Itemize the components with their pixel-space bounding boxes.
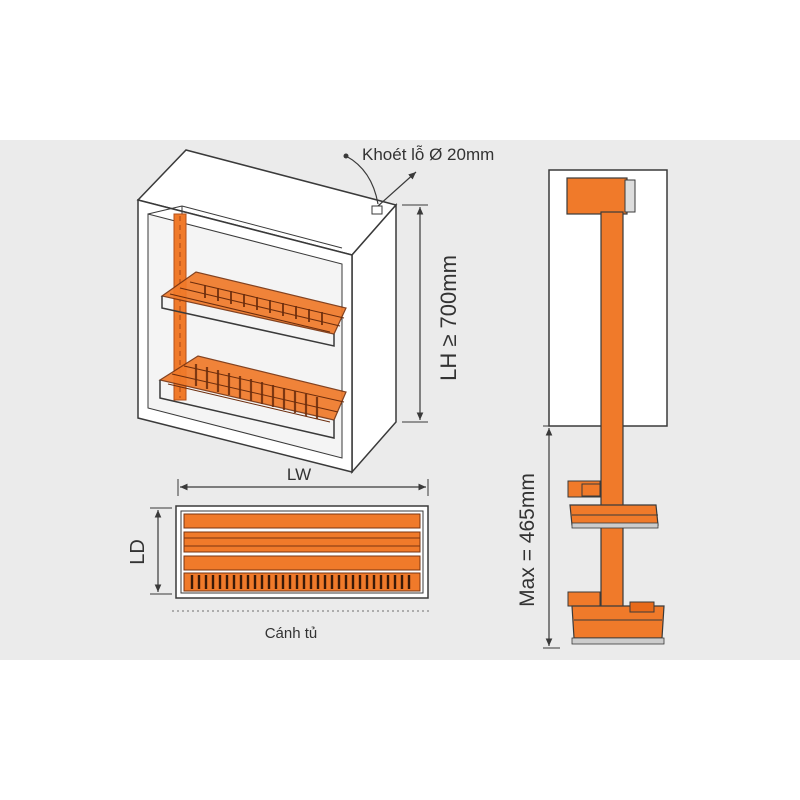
width-label: LW	[287, 465, 311, 484]
height-label: LH ≥ 700mm	[436, 255, 461, 381]
plan-view	[150, 479, 432, 612]
hole-marker	[371, 205, 383, 215]
depth-label: LD	[127, 539, 149, 565]
hole-arrow	[377, 171, 417, 207]
side-view	[543, 169, 668, 649]
cabinet-isometric-view	[136, 149, 417, 474]
hole-leader-line	[345, 155, 379, 205]
travel-label: Max = 465mm	[516, 473, 539, 607]
hole-label: Khoét lỗ Ø 20mm	[362, 145, 494, 164]
height-dimension	[402, 204, 428, 423]
door-label: Cánh tủ	[265, 625, 318, 642]
